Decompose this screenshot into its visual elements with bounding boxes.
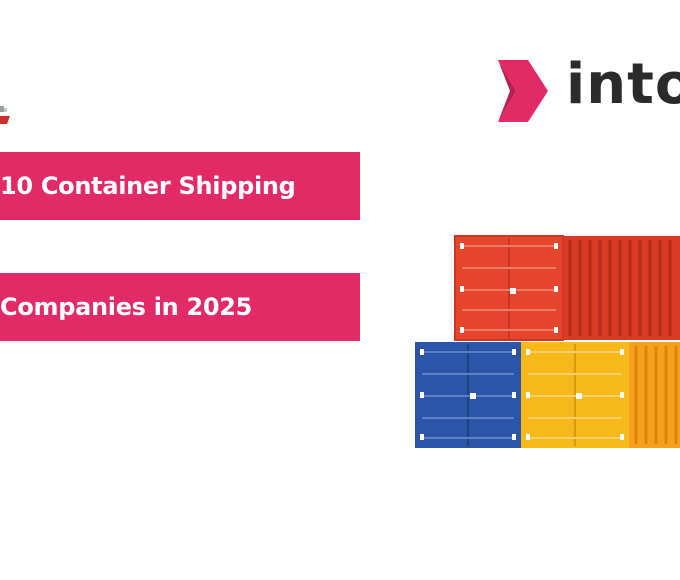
title-line-2: Companies in 2025 (0, 293, 253, 321)
containers-illustration (415, 235, 680, 448)
title-line-1: 10 Container Shipping (0, 172, 296, 200)
logo-text: into (566, 58, 680, 117)
orange-container-side (629, 342, 680, 448)
title-banner-line-2: Companies in 2025 (0, 273, 360, 341)
red-container-side (563, 236, 680, 340)
yellow-container (521, 342, 629, 448)
logo-chevron-icon (498, 60, 548, 122)
title-banner-line-1: 10 Container Shipping (0, 152, 360, 220)
into-logo: into (494, 58, 680, 124)
red-container (454, 235, 564, 341)
ship-icon (0, 106, 10, 124)
blue-container (415, 342, 521, 448)
